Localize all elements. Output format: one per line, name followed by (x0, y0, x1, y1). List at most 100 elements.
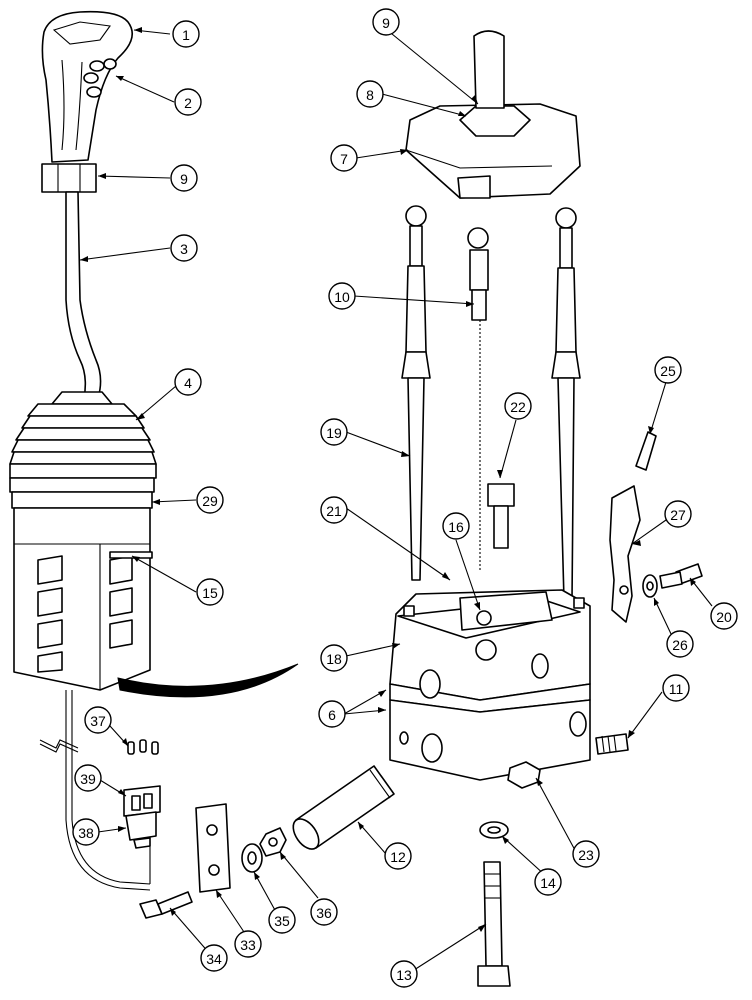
callout-8: 8 (356, 80, 384, 108)
callout-circle (170, 164, 198, 192)
callout-number: 33 (240, 937, 256, 953)
callout-13: 13 (390, 960, 418, 988)
callout-number: 3 (180, 241, 188, 257)
callout-15: 15 (196, 578, 224, 606)
callout-circle (320, 496, 348, 524)
callout-number: 35 (274, 913, 290, 929)
callout-circle (318, 700, 346, 728)
callout-circle (664, 500, 692, 528)
callout-circle (234, 930, 262, 958)
callout-circle (200, 944, 228, 972)
base-pin (109, 551, 153, 559)
callout-circle (72, 818, 100, 846)
callout-number: 27 (670, 507, 686, 523)
callout-27: 27 (664, 500, 692, 528)
callout-16: 16 (442, 512, 470, 540)
callout-39: 39 (74, 764, 102, 792)
callout-20: 20 (710, 602, 738, 630)
callout-circle (662, 674, 690, 702)
nut-8 (459, 105, 531, 137)
callout-number: 9 (382, 15, 390, 31)
callout-circle (572, 840, 600, 868)
bolt-20 (659, 563, 703, 589)
control-rods (401, 205, 581, 601)
lever-shaft (473, 30, 505, 109)
pin-12 (292, 765, 395, 850)
callout-34: 34 (200, 944, 228, 972)
bolt-22 (487, 483, 515, 549)
callout-circle (174, 368, 202, 396)
washer-35 (241, 843, 263, 873)
callout-35: 35 (268, 906, 296, 934)
callout-number: 4 (184, 375, 192, 391)
callout-29: 29 (196, 486, 224, 514)
callout-circle (196, 486, 224, 514)
leader-arrowheads (80, 27, 696, 932)
cover-7 (405, 103, 581, 199)
callout-number: 1 (182, 27, 190, 43)
washer-14 (479, 821, 509, 839)
callout-number: 12 (390, 849, 406, 865)
callout-21: 21 (320, 496, 348, 524)
callout-19: 19 (320, 418, 348, 446)
callout-circle (330, 144, 358, 172)
callout-25: 25 (654, 356, 682, 384)
callout-circle (196, 578, 224, 606)
callout-36: 36 (310, 898, 338, 926)
nut-36 (259, 827, 287, 857)
callout-26: 26 (666, 630, 694, 658)
callout-number: 6 (328, 707, 336, 723)
callout-3: 3 (170, 234, 198, 262)
callout-circle (372, 8, 400, 36)
callout-23: 23 (572, 840, 600, 868)
connector (123, 785, 161, 849)
handle-shaft (65, 191, 102, 399)
callout-circle (74, 764, 102, 792)
rubber-boot (9, 391, 157, 509)
callout-number: 36 (316, 905, 332, 921)
callout-number: 7 (340, 151, 348, 167)
callout-circle (320, 644, 348, 672)
callout-number: 19 (326, 425, 342, 441)
callout-circle (504, 392, 532, 420)
callout-number: 20 (716, 609, 732, 625)
connector-pins (127, 739, 159, 755)
callout-circle (356, 80, 384, 108)
link-25 (635, 431, 657, 471)
spring-11 (595, 733, 629, 755)
callout-number: 34 (206, 951, 222, 967)
handle-grip (41, 10, 134, 163)
callout-circle (654, 356, 682, 384)
callout-number: 10 (334, 289, 350, 305)
callout-6: 6 (318, 700, 346, 728)
callout-circle (170, 234, 198, 262)
callout-number: 21 (326, 503, 342, 519)
callout-circle (710, 602, 738, 630)
callout-number: 39 (80, 771, 96, 787)
callout-number: 9 (180, 171, 188, 187)
callout-12: 12 (384, 842, 412, 870)
callout-number: 37 (90, 713, 106, 729)
callout-22: 22 (504, 392, 532, 420)
callout-circle (666, 630, 694, 658)
callout-7: 7 (330, 144, 358, 172)
bracket-27 (609, 485, 641, 623)
callout-circle (320, 418, 348, 446)
callout-number: 26 (672, 637, 688, 653)
callout-33: 33 (234, 930, 262, 958)
direction-arrow (117, 663, 299, 698)
grip-nut (41, 163, 97, 193)
callout-circle (534, 868, 562, 896)
callout-9: 9 (372, 8, 400, 36)
callout-circle (84, 706, 112, 734)
callout-number: 16 (448, 519, 464, 535)
callout-37: 37 (84, 706, 112, 734)
callout-18: 18 (320, 644, 348, 672)
callout-1: 1 (172, 20, 200, 48)
callout-circle (328, 282, 356, 310)
bolt-13 (477, 861, 511, 987)
callout-circle (390, 960, 418, 988)
callout-9: 9 (170, 164, 198, 192)
callout-number: 13 (396, 967, 412, 983)
